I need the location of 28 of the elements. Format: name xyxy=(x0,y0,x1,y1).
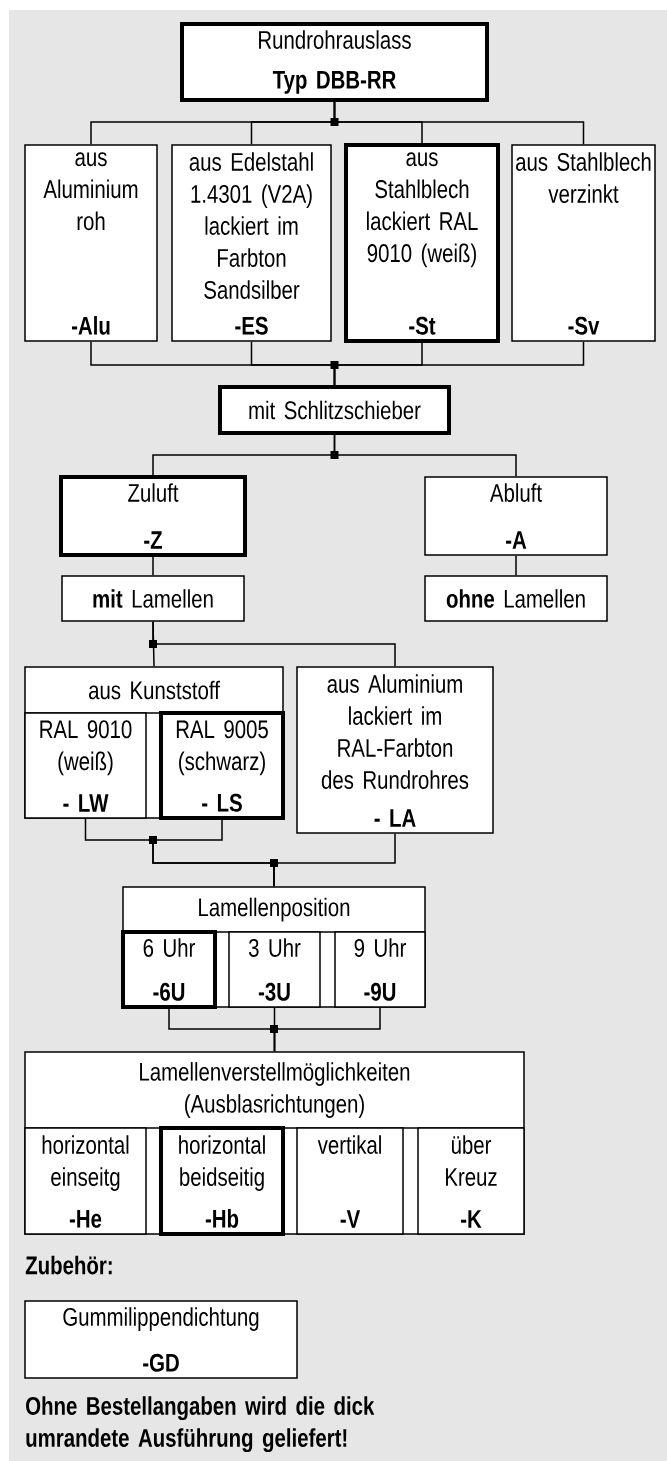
option-box: 3 Uhr -3U xyxy=(228,931,321,1008)
option-box: aus Aluminium lackiert im RAL-Farbton des Rundrohres - LA xyxy=(296,666,494,834)
option-box: Rundrohrauslass Typ DBB-RR xyxy=(180,22,489,102)
section-heading: Zubehör: xyxy=(25,1255,112,1275)
option-box: aus Stahlblech verzinkt -Sv xyxy=(511,144,656,342)
option-box: horizontal beidseitig -Hb xyxy=(159,1126,285,1236)
option-box: ohne Lamellen xyxy=(424,575,608,622)
connector-line xyxy=(152,621,396,667)
option-box: über Kreuz -K xyxy=(417,1127,525,1235)
option-box: 9 Uhr -9U xyxy=(334,931,426,1008)
option-box: aus Aluminium roh -Alu xyxy=(24,144,158,342)
connector-line xyxy=(152,556,154,576)
option-box: RAL 9005 (schwarz) - LS xyxy=(159,711,285,820)
connector-line xyxy=(333,101,585,145)
connector-line xyxy=(273,1007,381,1052)
option-box: mit Lamellen xyxy=(61,575,245,622)
option-box: aus Stahlblech lackiert RAL 9010 (weiß) -St xyxy=(344,143,500,343)
option-box: horizontal einseitg -He xyxy=(24,1127,147,1235)
connector-line xyxy=(333,434,517,477)
option-box: mit Schlitzschieber xyxy=(218,385,451,435)
connector-line xyxy=(333,341,585,386)
option-box: Gummilippendichtung -GD xyxy=(24,1300,298,1379)
option-box: 6 Uhr -6U xyxy=(121,930,217,1009)
connector-line xyxy=(273,833,396,887)
connector-line xyxy=(515,555,517,576)
option-box: aus Edelstahl 1.4301 (V2A) lackiert im Farbton Sandsilber -ES xyxy=(171,144,332,342)
option-box: RAL 9010 (weiß) - LW xyxy=(24,712,147,819)
option-box: vertikal -V xyxy=(296,1127,404,1235)
